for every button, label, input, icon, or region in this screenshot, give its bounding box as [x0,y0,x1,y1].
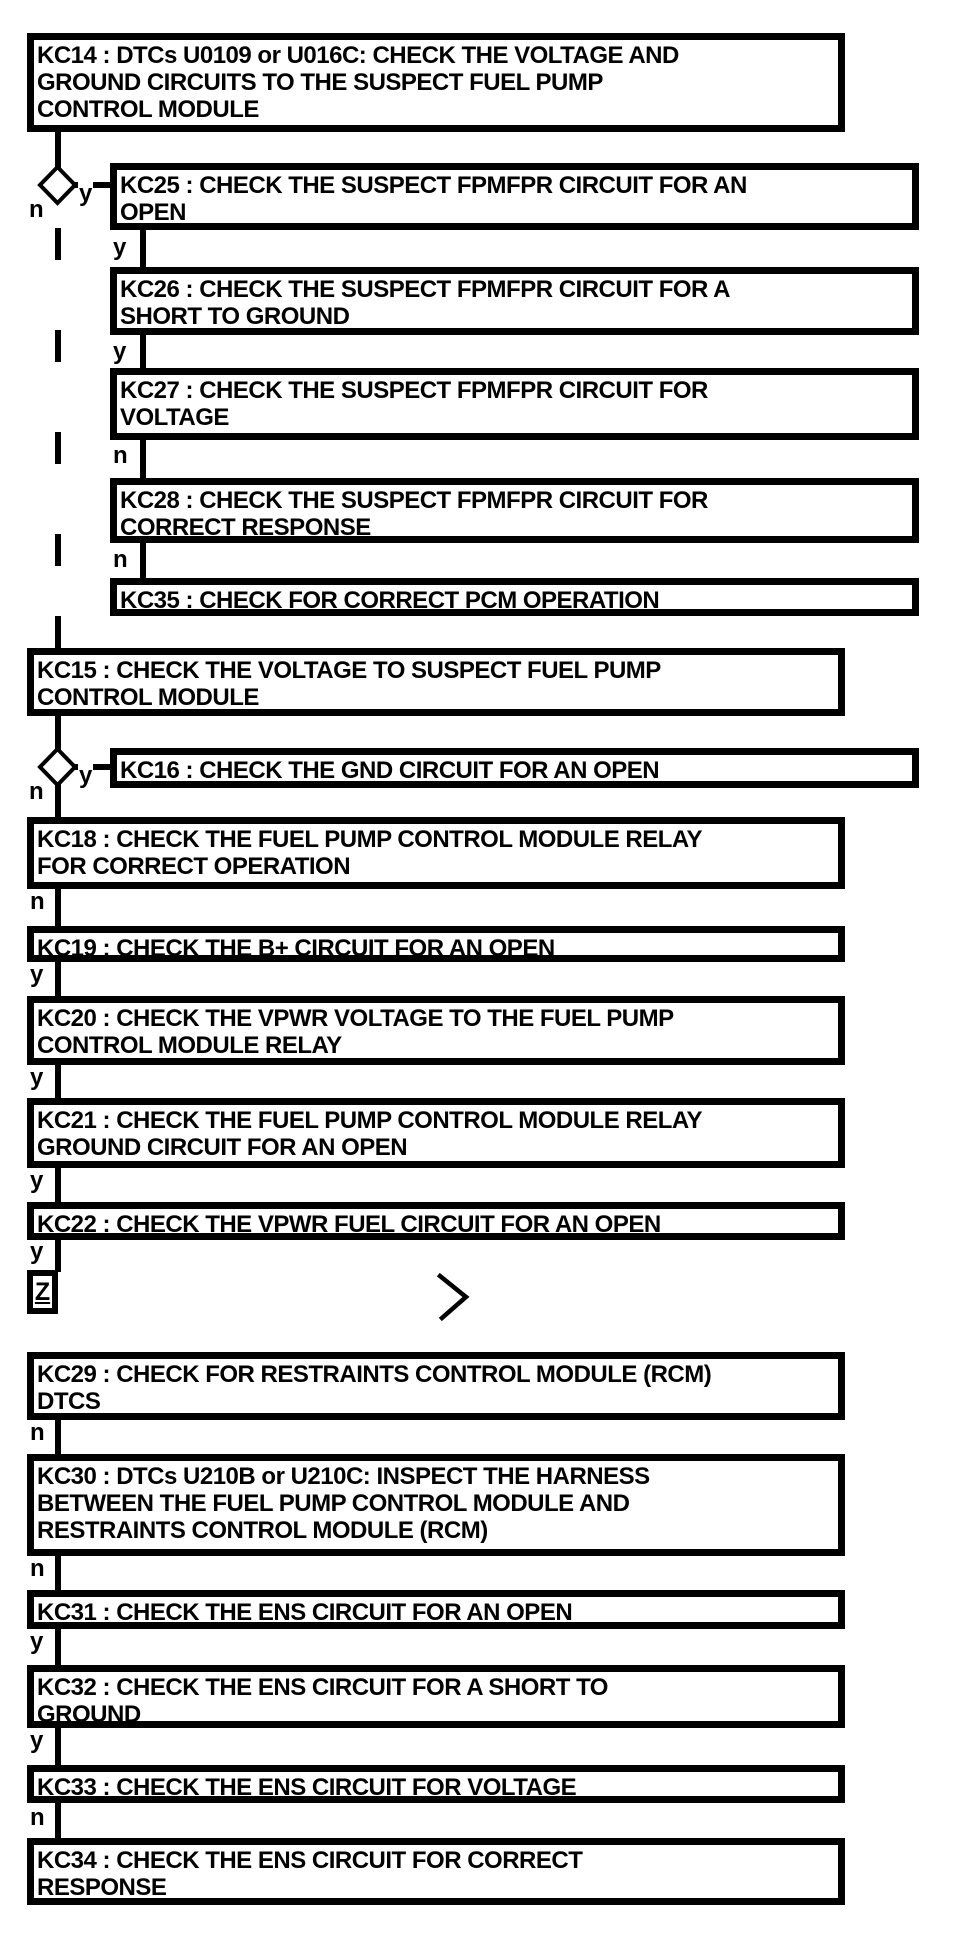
flowchart-node-kc28: KC28 : CHECK THE SUSPECT FPMFPR CIRCUIT … [110,478,919,543]
connector-line [140,333,146,370]
connector-line [55,714,61,750]
edge-label: y [112,234,128,261]
flowchart-node-kc22: KC22 : CHECK THE VPWR FUEL CIRCUIT FOR A… [27,1202,845,1240]
edge-label: y [29,1727,45,1754]
connector-line [55,132,61,168]
connector-line [55,1801,61,1840]
edge-label: y [112,338,128,365]
edge-label: y [29,1238,45,1265]
connector-line [55,1726,61,1767]
next-page-chevron-icon [436,1272,470,1322]
connector-line-dash [55,534,61,566]
flowchart-node-kc32: KC32 : CHECK THE ENS CIRCUIT FOR A SHORT… [27,1665,845,1728]
connector-line [140,228,146,269]
flowchart-node-kc19: KC19 : CHECK THE B+ CIRCUIT FOR AN OPEN [27,926,845,962]
edge-label: n [28,196,45,223]
connector-line [55,1063,61,1100]
flowchart-node-kc21: KC21 : CHECK THE FUEL PUMP CONTROL MODUL… [27,1098,845,1168]
connector-line-dash [55,616,61,650]
flowchart-node-kc18: KC18 : CHECK THE FUEL PUMP CONTROL MODUL… [27,817,845,889]
edge-label: n [112,442,129,469]
flowchart-node-kc25: KC25 : CHECK THE SUSPECT FPMFPR CIRCUIT … [110,163,919,230]
edge-label: n [28,778,45,805]
connector-line [140,438,146,480]
connector-line [55,1627,61,1667]
flowchart-node-kc29: KC29 : CHECK FOR RESTRAINTS CONTROL MODU… [27,1352,845,1420]
edge-label: n [29,1419,46,1446]
decision-diamond-icon [37,164,78,206]
connector-line-dash [55,228,61,260]
flowchart-node-kc27: KC27 : CHECK THE SUSPECT FPMFPR CIRCUIT … [110,368,919,440]
edge-label: n [29,888,46,915]
flowchart-node-kc33: KC33 : CHECK THE ENS CIRCUIT FOR VOLTAGE [27,1765,845,1803]
edge-label: y [29,1167,45,1194]
flowchart-node-kc31: KC31 : CHECK THE ENS CIRCUIT FOR AN OPEN [27,1590,845,1629]
offpage-connector-z: Z [27,1270,58,1314]
connector-line [55,1238,61,1272]
flowchart-node-kc14: KC14 : DTCs U0109 or U016C: CHECK THE VO… [27,33,845,132]
flowchart-node-kc35: KC35 : CHECK FOR CORRECT PCM OPERATION [110,578,919,616]
connector-line-dash [55,432,61,464]
connector-line [55,1554,61,1592]
flowchart-node-kc34: KC34 : CHECK THE ENS CIRCUIT FOR CORRECT… [27,1838,845,1905]
edge-label: y [29,1628,45,1655]
connector-line [55,887,61,928]
edge-label: y [29,961,45,988]
connector-line [55,1418,61,1456]
flowchart-node-kc30: KC30 : DTCs U210B or U210C: INSPECT THE … [27,1454,845,1556]
flowchart-node-kc20: KC20 : CHECK THE VPWR VOLTAGE TO THE FUE… [27,996,845,1065]
edge-label: n [29,1555,46,1582]
connector-line-dash [55,330,61,362]
edge-label: y [78,180,94,207]
edge-label: y [78,762,94,789]
connector-line [55,783,61,819]
flowchart-node-kc26: KC26 : CHECK THE SUSPECT FPMFPR CIRCUIT … [110,267,919,335]
offpage-connector-label: Z [34,1277,51,1306]
connector-line [55,1166,61,1204]
edge-label: n [29,1804,46,1831]
edge-label: n [112,546,129,573]
flowchart-node-kc16: KC16 : CHECK THE GND CIRCUIT FOR AN OPEN [110,748,919,788]
connector-line [55,960,61,998]
edge-label: y [29,1064,45,1091]
connector-line [140,541,146,580]
flowchart-node-kc15: KC15 : CHECK THE VOLTAGE TO SUSPECT FUEL… [27,648,845,716]
